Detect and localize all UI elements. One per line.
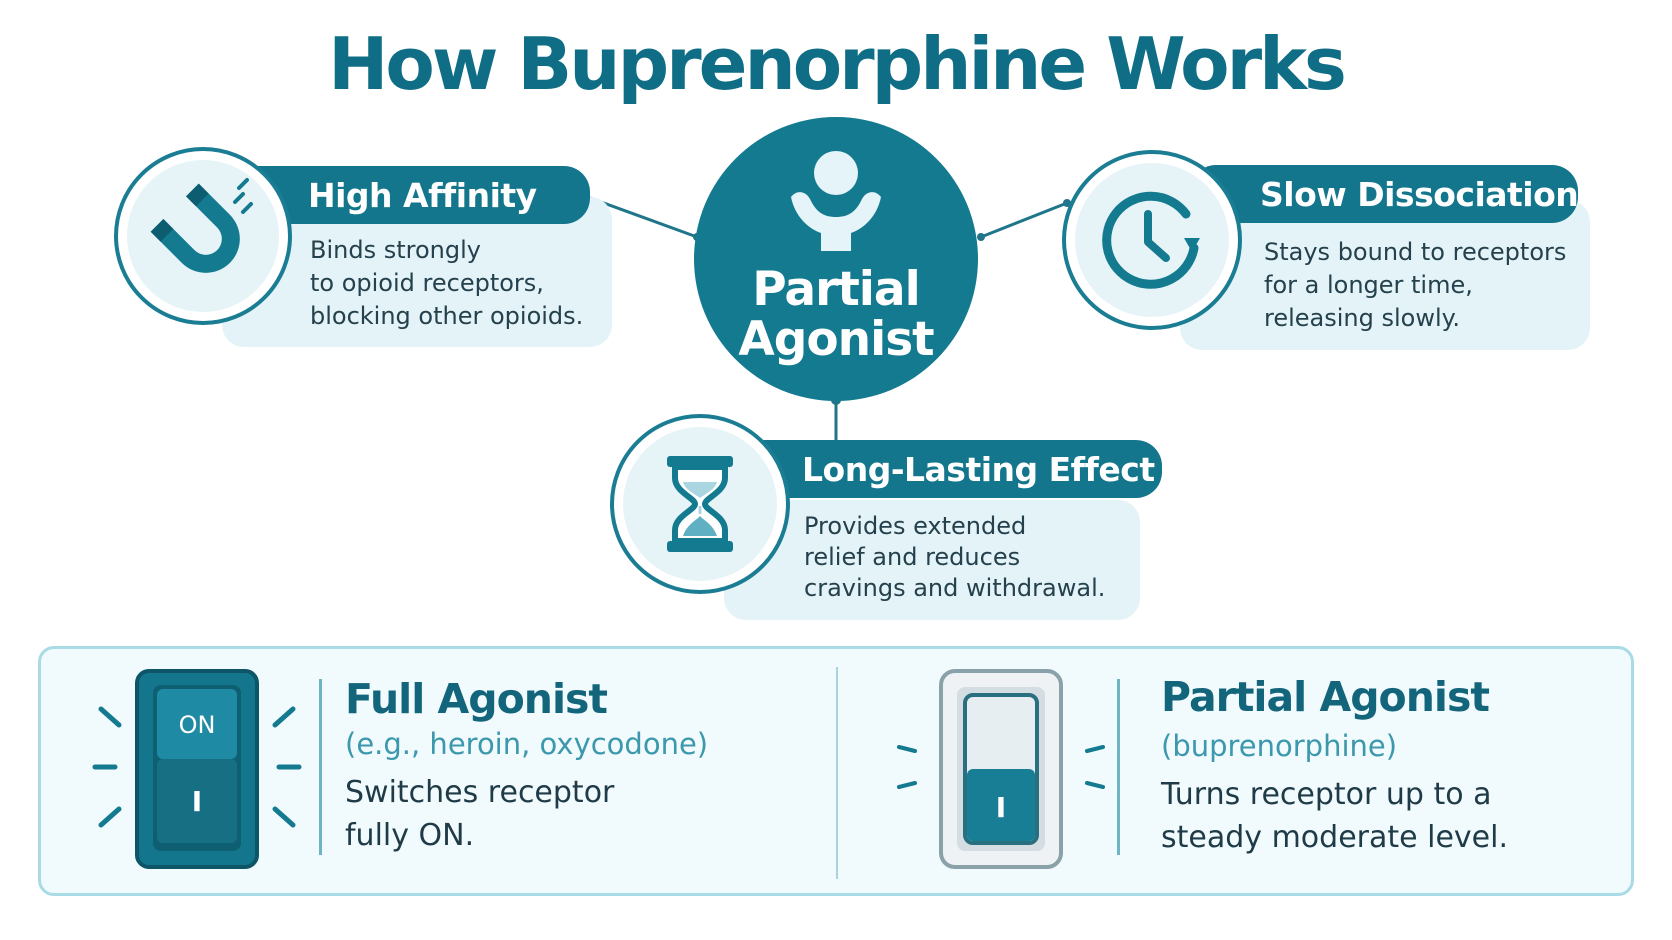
long-lasting-description: Provides extended relief and reduces cra… (724, 500, 1140, 620)
partial-level-fill (967, 769, 1035, 841)
magnet-icon (150, 178, 253, 273)
hub-label: Partial Agonist (738, 262, 934, 367)
partial-agonist-description: Turns receptor up to a steady moderate l… (1161, 777, 1508, 855)
full-agonist-description: Switches receptor fully ON. (345, 775, 615, 853)
partial-agonist-examples: (buprenorphine) (1161, 729, 1398, 763)
connector-high-affinity (589, 196, 698, 239)
high-affinity-title: High Affinity (232, 166, 590, 224)
slow-dissociation-title: Slow Dissociation (1190, 165, 1579, 223)
switch-on-label: ON (179, 711, 216, 739)
clock-icon (1102, 191, 1200, 289)
switch-mark: I (192, 785, 202, 818)
agonist-comparison-panel: ON I Full Agonist (e.g., heroin, oxycodo… (38, 646, 1634, 896)
switch-mark: I (996, 791, 1006, 824)
person-icon (791, 151, 881, 251)
page-title: How Buprenorphine Works (328, 22, 1347, 106)
full-agonist-examples: (e.g., heroin, oxycodone) (345, 727, 709, 761)
partial-switch-icon: I (897, 669, 1105, 869)
slow-dissociation-description: Stays bound to receptors for a longer ti… (1180, 200, 1590, 350)
partial-agonist-heading: Partial Agonist (1161, 673, 1490, 721)
connector-slow-dissociation (980, 201, 1068, 239)
hourglass-icon (667, 456, 733, 552)
partial-agonist-hub: Partial Agonist (694, 117, 978, 401)
full-agonist-heading: Full Agonist (345, 675, 608, 723)
long-lasting-title: Long-Lasting Effect (726, 440, 1162, 498)
full-switch-icon: ON I (92, 669, 302, 869)
